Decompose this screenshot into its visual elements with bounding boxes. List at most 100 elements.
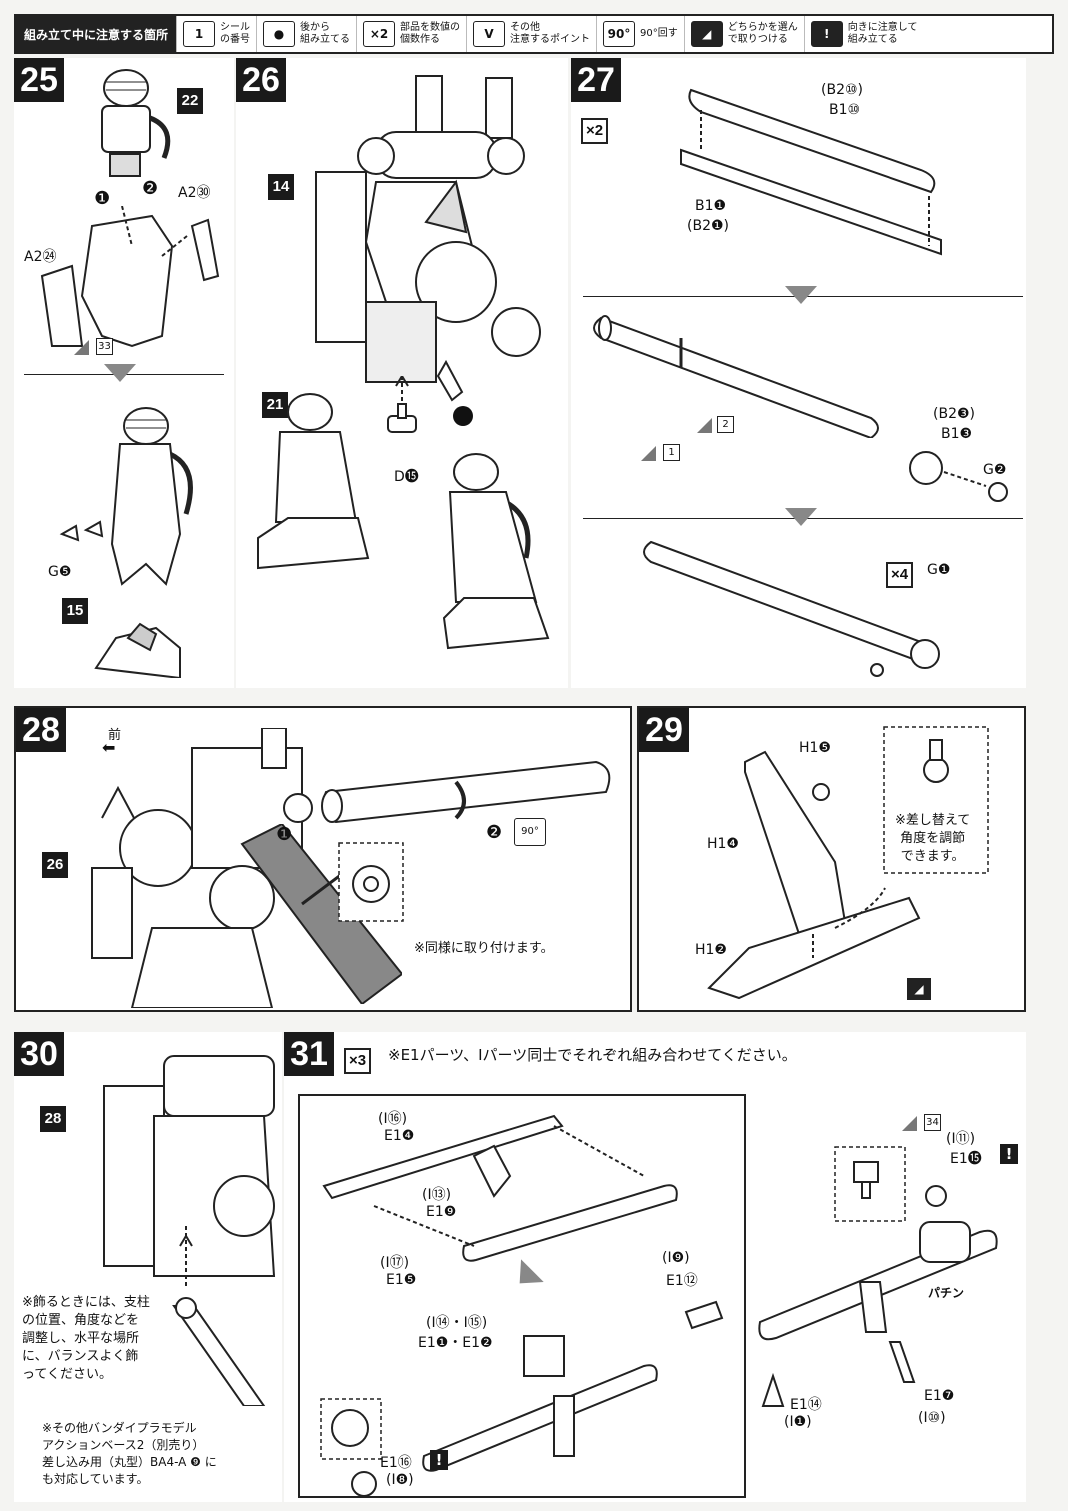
step-28-frame: 28 前 ⬅ 26 ❶ ❷ 90° ※同様に取り付けます。 — [14, 706, 632, 1012]
step-26-panel: 26 14 21 D⓯ — [236, 58, 568, 688]
label-h1-5: H1❺ — [799, 740, 831, 756]
display-stand-illustration — [103, 1055, 276, 1406]
label-e1-16: E1⑯ — [380, 1455, 412, 1471]
step-27-panel: 27 ×2 (B2⑩) B1⑩ B1❶ (B2❶) 2 1 (B2❸) B1❸ … — [571, 58, 1026, 688]
grip-part-illustration — [761, 1372, 785, 1407]
step-30-panel: 30 28 ※飾るときには、支柱 の位置、角度などを 調整し、水平な場所 に、バ… — [14, 1032, 282, 1502]
label-d15: D⓯ — [394, 469, 419, 485]
sticker-1: 1 — [663, 444, 680, 461]
same-attachment-note: ※同様に取り付けます。 — [414, 941, 554, 956]
part-ref-26: 26 — [42, 852, 68, 878]
step-number: 25 — [14, 58, 64, 102]
label-i11: (I⑪) — [946, 1131, 976, 1147]
head-torso-illustration — [101, 69, 171, 177]
quantity-icon: ×2 — [363, 21, 396, 47]
label-e1-4: E1❹ — [384, 1128, 415, 1144]
tank-illustration — [240, 824, 402, 1004]
label-g2: G❷ — [983, 462, 1007, 478]
foot-illustration — [94, 622, 181, 678]
part-ref-15: 15 — [62, 598, 88, 624]
bazooka-complete-illustration — [758, 1185, 998, 1383]
caution-point-icon: V — [473, 21, 506, 47]
label-e1-1-2: E1❶・E1❷ — [418, 1335, 493, 1351]
legend-item-assemble-later: ● 後から組み立てる — [256, 16, 356, 52]
quantity-badge: ×2 — [581, 118, 609, 144]
label-i10: (I⑩) — [918, 1410, 946, 1426]
tank-complete-illustration — [643, 540, 940, 677]
bazooka-upper-halves-illustration — [322, 1114, 678, 1262]
label-pachin: パチン — [928, 1286, 965, 1300]
part-ref-22: 22 — [177, 88, 203, 114]
label-i14-15: (I⑭・I⑮) — [426, 1315, 488, 1331]
g5-parts-illustration — [59, 520, 104, 542]
front-label: 前 — [108, 728, 122, 743]
part-ref-21: 21 — [262, 392, 288, 418]
left-leg-illustration — [257, 393, 370, 570]
label-b2-3: (B2❸) — [933, 406, 975, 422]
label-e1-12: E1⑫ — [666, 1273, 698, 1289]
legend-item-sticker: 1 シールの番号 — [176, 16, 256, 52]
label-g5: G❺ — [48, 564, 72, 580]
part-ref-14: 14 — [268, 174, 294, 200]
label-i16: (I⑯) — [378, 1111, 408, 1127]
sticker-33: 33 — [96, 338, 113, 355]
label-g1: G❶ — [927, 562, 951, 578]
rotate-90-icon: 90° — [514, 818, 546, 846]
label-a2-24: A2㉔ — [24, 249, 57, 265]
legend-title: 組み立て中に注意する箇所 — [16, 16, 177, 52]
action-base-note: ※その他バンダイプラモデル アクションベース2（別売り） 差し込み用（丸型）BA… — [42, 1421, 217, 1486]
step-29-frame: 29 H1❺ H1❹ H1❷ ※差し替えて 角度を調節 できます。 ◢ — [637, 706, 1026, 1012]
label-i8: (I❽) — [386, 1472, 414, 1488]
label-a2-30: A2㉚ — [178, 185, 211, 201]
part-e1-16-inset — [320, 1398, 382, 1497]
label-b2-1: (B2❶) — [687, 218, 729, 234]
tank-halves-illustration — [680, 88, 942, 256]
label-order-1: ❶ — [94, 188, 111, 209]
leg-parts-illustration — [40, 206, 220, 348]
assembled-leg-illustration — [110, 407, 193, 586]
label-i13: (I⑬) — [422, 1187, 452, 1203]
front-arrow-icon: ⬅ — [102, 738, 116, 757]
angle-note: ※差し替えて 角度を調節 できます。 — [895, 813, 971, 864]
label-h1-4: H1❹ — [707, 836, 739, 852]
step-number: 26 — [236, 58, 286, 102]
stand-illustration — [707, 750, 921, 1000]
label-b1-3: B1❸ — [941, 426, 973, 442]
label-b1-10: B1⑩ — [829, 102, 861, 118]
legend-item-quantity: ×2 部品を数値の個数作る — [356, 16, 466, 52]
tank-side-illustration — [321, 760, 611, 824]
bazooka-lower-illustration — [422, 1300, 724, 1472]
label-b2-10: (B2⑩) — [821, 82, 863, 98]
step-31-panel: 31 ×3 ※E1パーツ、Iパーツ同士でそれぞれ組み合わせてください。 (I⑯)… — [284, 1032, 1026, 1502]
orientation-warning-icon: ! — [430, 1450, 448, 1470]
choose-one-icon: ◢ — [907, 978, 931, 1000]
part-ref-28: 28 — [40, 1106, 66, 1132]
label-b1-1: B1❶ — [695, 198, 727, 214]
step-number: 27 — [571, 58, 621, 102]
choose-one-icon: ◢ — [690, 21, 723, 47]
label-e1-5: E1❺ — [386, 1272, 417, 1288]
quantity-badge-4: ×4 — [886, 562, 914, 588]
combine-instruction: ※E1パーツ、Iパーツ同士でそれぞれ組み合わせてください。 — [388, 1046, 797, 1064]
down-arrow-icon — [785, 286, 817, 304]
d15-joint-illustration — [387, 376, 473, 433]
right-leg-illustration — [442, 453, 550, 650]
label-e1-15: E1⓯ — [950, 1151, 982, 1167]
angle-detail-inset — [883, 726, 989, 874]
label-i9: (I❾) — [662, 1250, 690, 1266]
down-arrow-icon — [785, 508, 817, 526]
down-arrow-icon — [104, 364, 136, 382]
quantity-badge: ×3 — [344, 1048, 372, 1074]
label-h1-2: H1❷ — [695, 942, 727, 958]
backpack-assembly-illustration — [315, 75, 541, 402]
assemble-later-icon: ● — [263, 21, 296, 47]
sticker-34: 34 — [924, 1114, 941, 1131]
label-i1: (I❶) — [784, 1414, 812, 1430]
step-number: 29 — [639, 708, 689, 752]
rotate-90-icon: 90° — [603, 21, 636, 47]
detail-inset-illustration — [338, 842, 404, 922]
label-order-2: ❷ — [142, 178, 159, 199]
step-number: 30 — [14, 1032, 64, 1076]
scope-detail-inset — [834, 1146, 906, 1222]
label-e1-9: E1❾ — [426, 1204, 457, 1220]
